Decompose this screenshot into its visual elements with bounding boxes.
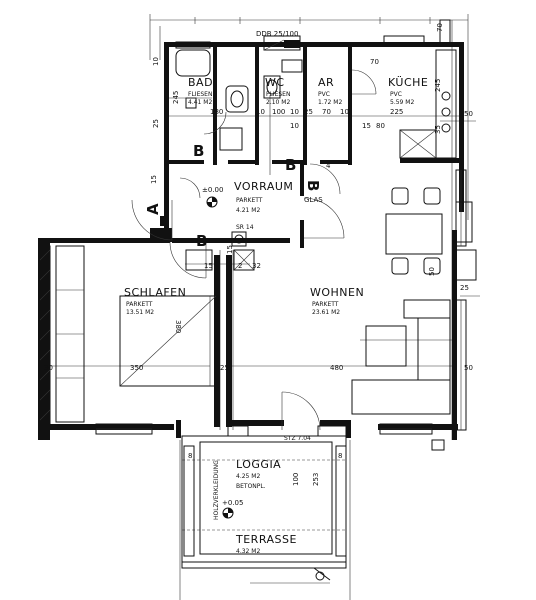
dim-2: 2: [238, 262, 242, 270]
dim-25-d: 25: [460, 284, 469, 292]
dim-32: 32: [252, 262, 261, 270]
room-name-schlafen: SCHLAFEN: [124, 286, 186, 299]
dim-35: 35: [434, 125, 442, 134]
dim-225: 225: [390, 108, 403, 116]
dim-50-c: 50: [428, 267, 436, 276]
room-labels: BAD FLIESEN 4.41 M2 WC FLIESEN 2.10 M2 A…: [124, 76, 428, 555]
dim-10-c: 10: [340, 108, 349, 116]
dim-15-b: 15: [150, 175, 158, 184]
room-floor-kueche: PVC: [390, 91, 402, 98]
section-marker-b-1: B: [193, 142, 204, 160]
room-name-bad: BAD: [188, 76, 213, 89]
dim-350: 350: [130, 364, 143, 372]
dim-10-e: 10: [152, 57, 160, 66]
windows: [55, 19, 477, 451]
doors: [131, 69, 377, 431]
dim-10-b: 10: [290, 108, 299, 116]
level-markers: [206, 196, 247, 519]
dim-100-b: 100: [292, 473, 300, 486]
room-name-wohnen: WOHNEN: [310, 286, 364, 299]
room-floor-bad: FLIESEN: [188, 91, 212, 98]
label-holzverkleidung: HOLZVERKLEIDUNG: [213, 460, 220, 520]
room-floor-wohnen: PARKETT: [312, 301, 339, 308]
room-area-wohnen: 23.61 M2: [312, 309, 340, 316]
loggia-terrasse: [181, 425, 347, 581]
facade-hatching: [39, 245, 51, 425]
dim-8-a: 8: [188, 452, 192, 460]
room-name-vorraum: VORRAUM: [234, 180, 293, 193]
dim-480: 480: [330, 364, 343, 372]
dim-15-c: 15: [204, 262, 213, 270]
room-area-bad: 4.41 M2: [188, 99, 212, 106]
label-glas: GLAS: [304, 196, 323, 204]
dim-25-a: 25: [304, 108, 313, 116]
label-level-vorraum: ±0.00: [202, 186, 223, 194]
bedroom-furniture: [119, 249, 255, 387]
dimension-labels: 180 10 100 10 25 70 10 225 10 70 15 80 2…: [44, 23, 473, 486]
dim-80: 80: [376, 122, 385, 130]
dim-70-b: 70: [370, 58, 379, 66]
label-level-loggia: +0.05: [222, 499, 243, 507]
room-floor-ar: PVC: [318, 91, 330, 98]
room-area-ar: 1.72 M2: [318, 99, 342, 106]
room-floor-loggia: BETONPL.: [236, 483, 266, 490]
walls: [38, 42, 464, 440]
room-floor-vorraum: PARKETT: [236, 197, 263, 204]
dim-8-b: 8: [338, 452, 342, 460]
kitchen-fixtures: [263, 35, 457, 159]
room-area-kueche: 5.59 M2: [390, 99, 414, 106]
section-marker-a: A: [144, 203, 162, 215]
room-name-ar: AR: [318, 76, 334, 89]
dim-50-b: 50: [464, 364, 473, 372]
dim-380: 380: [174, 320, 182, 333]
dim-70-c: 70: [436, 23, 444, 32]
dim-50-a: 50: [464, 110, 473, 118]
room-name-wc: WC: [265, 76, 285, 89]
section-marker-b-2: B: [285, 156, 296, 174]
room-name-terrasse: TERRASSE: [235, 533, 297, 546]
dim-253: 253: [312, 473, 320, 486]
room-area-vorraum: 4.21 M2: [236, 207, 260, 214]
room-floor-wc: FLIESEN: [266, 91, 290, 98]
section-marker-b-3: B: [304, 180, 322, 191]
section-markers: A B B B B: [144, 142, 322, 250]
label-stz: STZ 7.04: [284, 435, 311, 442]
dim-25-b: 25: [152, 119, 160, 128]
misc-labels: DDB 25/100 GLAS SR 14 ±0.00 +0.05 STZ 7.…: [202, 30, 323, 520]
room-floor-schlafen: PARKETT: [126, 301, 153, 308]
dim-15-a: 15: [362, 122, 371, 130]
label-sr: SR 14: [236, 224, 254, 231]
dim-25-c: 25: [220, 364, 229, 372]
room-area-schlafen: 13.51 M2: [126, 309, 154, 316]
dim-4: 4: [326, 162, 331, 170]
living-furniture: [351, 187, 473, 415]
dim-245-a: 245: [172, 91, 180, 104]
section-marker-b-4: B: [196, 232, 207, 250]
room-name-loggia: LOGGIA: [236, 458, 281, 471]
bath-fixtures: [169, 49, 303, 151]
dim-10-a: 10: [256, 108, 265, 116]
dim-15-d: 15: [226, 245, 234, 254]
dim-100-a: 100: [272, 108, 285, 116]
dim-180: 180: [210, 108, 223, 116]
room-area-loggia: 4.25 M2: [236, 473, 260, 480]
dim-10-d: 10: [290, 122, 299, 130]
dim-70-a: 70: [322, 108, 331, 116]
room-area-wc: 2.10 M2: [266, 99, 290, 106]
dim-245-b: 245: [434, 79, 442, 92]
room-area-terrasse: 4.32 M2: [236, 548, 260, 555]
label-ddb: DDB 25/100: [256, 30, 298, 38]
dim-30: 30: [44, 364, 53, 372]
sr-symbol: [231, 231, 247, 247]
room-name-kueche: KÜCHE: [388, 76, 428, 89]
